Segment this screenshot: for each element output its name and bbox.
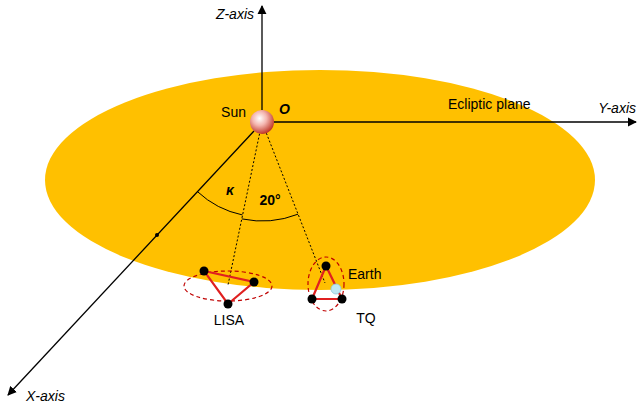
- tq-orbit: [308, 257, 344, 311]
- spacecraft: [250, 278, 259, 287]
- angle-label: κ: [226, 182, 234, 198]
- y-axis-line: [274, 121, 636, 122]
- spacecraft: [322, 262, 331, 271]
- axis-label: X-axis: [26, 388, 65, 404]
- axis-dot: [155, 233, 159, 237]
- spacecraft: [224, 300, 233, 309]
- plane-label: Ecliptic plane: [448, 96, 531, 112]
- mission-label: TQ: [356, 310, 375, 326]
- x-axis-line: [8, 131, 254, 395]
- kappa-arc: [197, 192, 242, 216]
- axis-label: Z-axis: [216, 6, 254, 22]
- origin-label: O: [279, 101, 290, 117]
- angle-label: 20°: [259, 192, 280, 208]
- earth-symbol: [331, 284, 341, 294]
- spacecraft: [200, 267, 209, 276]
- planet-label: Earth: [348, 266, 381, 282]
- tq-triangle: [312, 266, 342, 299]
- mission-label: LISA: [214, 312, 244, 328]
- spacecraft: [308, 295, 317, 304]
- lisa-triangle: [204, 271, 254, 304]
- sun-label: Sun: [221, 104, 246, 120]
- angle-arc: [242, 214, 298, 221]
- spacecraft: [338, 295, 347, 304]
- ecliptic-plane: [45, 70, 595, 290]
- sun-symbol: [250, 110, 274, 134]
- axis-label: Y-axis: [598, 100, 636, 116]
- lisa-direction: [228, 122, 262, 285]
- z-axis-line: [261, 6, 262, 110]
